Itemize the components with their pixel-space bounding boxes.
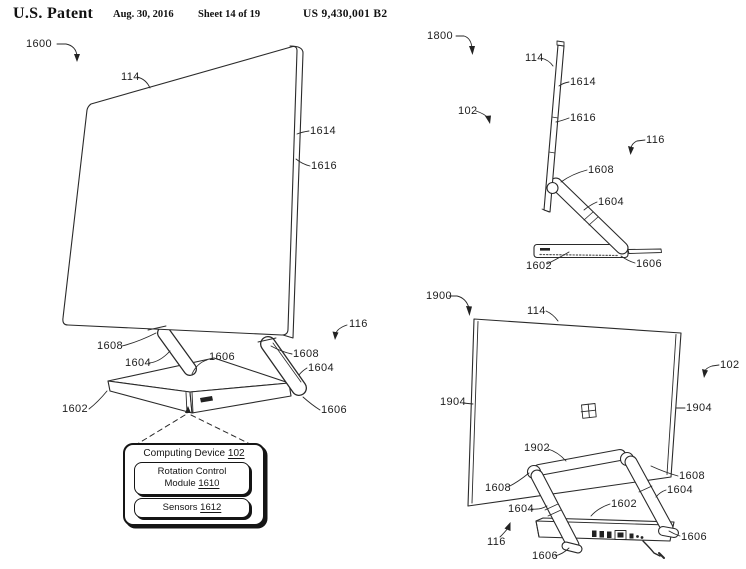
ref-label-1904-left: 1904 <box>440 396 467 408</box>
hinge-1800 <box>546 181 559 195</box>
sensors-num: 1612 <box>200 502 222 513</box>
module-label-line2: Module <box>164 477 196 489</box>
ref-label-1608-f19-right: 1608 <box>679 470 706 482</box>
sensors-box: Sensors 1612 <box>134 498 250 518</box>
callout-apex-arrow <box>185 406 191 413</box>
ref-label-1604-f19-left: 1604 <box>508 503 535 515</box>
fig1900-leaders <box>448 295 720 557</box>
windows-logo <box>580 403 597 419</box>
ref-label-1616-f18: 1616 <box>570 112 597 124</box>
ref-label-1902: 1902 <box>524 442 551 454</box>
ref-label-114-f19: 114 <box>527 305 546 317</box>
ref-label-1608-f18: 1608 <box>588 164 615 176</box>
cable-1800 <box>627 248 662 254</box>
ref-label-116-f16: 116 <box>349 318 368 330</box>
display-front-1600 <box>62 45 298 336</box>
ref-label-1602-f18: 1602 <box>526 260 553 272</box>
base-slot-1600 <box>200 396 213 403</box>
callout-title-num: 102 <box>227 448 245 459</box>
module-num: 1610 <box>198 477 220 489</box>
ref-label-1606-f19-bottom: 1606 <box>532 550 559 562</box>
callout-title: Computing Device 102 <box>125 448 263 459</box>
fig1800-drawing <box>455 35 662 265</box>
display-rear-1900 <box>467 318 682 507</box>
ref-label-1604-f19-right: 1604 <box>667 484 694 496</box>
ref-label-1608-f16-left: 1608 <box>97 340 124 352</box>
ref-label-1800: 1800 <box>427 30 454 42</box>
ref-label-1608-f19-left: 1608 <box>485 482 512 494</box>
cable-1900 <box>642 540 661 557</box>
ref-label-1904-right: 1904 <box>686 402 713 414</box>
ref-label-1602-f16: 1602 <box>62 403 89 415</box>
ref-label-1604-f16-left: 1604 <box>125 357 152 369</box>
ref-label-102-f18: 102 <box>458 105 478 117</box>
ref-label-1604-f18: 1604 <box>598 196 625 208</box>
ref-label-1602-f19: 1602 <box>611 498 638 510</box>
ref-label-1606-f16-center: 1606 <box>209 351 236 363</box>
ref-label-1614-f18: 1614 <box>570 76 597 88</box>
ref-label-1606-f18: 1606 <box>636 258 663 270</box>
ref-label-1600: 1600 <box>26 38 53 50</box>
ref-label-116-f18: 116 <box>646 134 665 146</box>
ref-label-1608-f16-right: 1608 <box>293 348 320 360</box>
fig1600-leaders <box>56 43 348 411</box>
ref-label-1606-f19-right: 1606 <box>681 531 708 543</box>
patent-number: US 9,430,001 B2 <box>303 8 388 20</box>
rotation-control-module-box: Rotation Control Module 1610 <box>134 462 250 495</box>
sensors-label: Sensors <box>162 502 198 513</box>
patent-date: Aug. 30, 2016 <box>113 9 174 20</box>
module-label-line1: Rotation Control <box>157 466 227 477</box>
ref-label-114-f18: 114 <box>525 52 544 64</box>
ref-label-1900: 1900 <box>426 290 453 302</box>
computing-device-callout: Computing Device 102 Rotation Control Mo… <box>123 443 265 526</box>
ref-label-116-f19: 116 <box>487 536 506 548</box>
ref-label-1616-f16: 1616 <box>311 160 338 172</box>
ref-label-114-f16: 114 <box>121 71 140 83</box>
fig1900-drawing <box>448 295 720 559</box>
ref-label-1604-f16-right: 1604 <box>308 362 335 374</box>
fig1600-drawing <box>56 43 348 447</box>
patent-title: U.S. Patent <box>13 5 94 22</box>
ref-label-102-f19: 102 <box>720 359 740 371</box>
base-front-right-1600 <box>189 382 292 414</box>
base-ports <box>592 530 644 540</box>
callout-title-text: Computing Device <box>143 448 226 459</box>
ref-label-1614-f16: 1614 <box>310 125 337 137</box>
sheet-number: Sheet 14 of 19 <box>198 9 261 20</box>
fig1800-leaders <box>455 35 646 265</box>
ref-label-1606-f16-right: 1606 <box>321 404 348 416</box>
